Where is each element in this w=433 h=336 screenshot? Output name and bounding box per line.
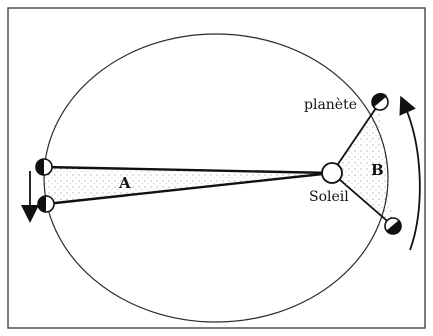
- planet-label: planète: [304, 97, 357, 113]
- right-motion-arrow-icon: [399, 95, 421, 251]
- planet-marker-a-top: [35, 158, 53, 176]
- planet-marker-b-top: [371, 92, 389, 111]
- swept-area-a: [44, 167, 332, 204]
- radius-line-b-top: [331, 101, 381, 174]
- elliptical-orbit: [43, 33, 389, 323]
- area-a-label: A: [118, 174, 131, 192]
- radius-line-a-top: [43, 165, 333, 175]
- sun-icon: [321, 162, 343, 184]
- area-b-label: B: [371, 161, 384, 179]
- radius-line-b-bottom: [331, 172, 394, 227]
- radius-line-a-bottom: [45, 171, 333, 206]
- planet-marker-a-bottom: [37, 195, 55, 213]
- sun-label: Soleil: [309, 189, 349, 205]
- swept-area-b: [332, 102, 393, 226]
- figure-frame: [7, 7, 426, 329]
- planet-marker-b-bottom: [384, 217, 402, 235]
